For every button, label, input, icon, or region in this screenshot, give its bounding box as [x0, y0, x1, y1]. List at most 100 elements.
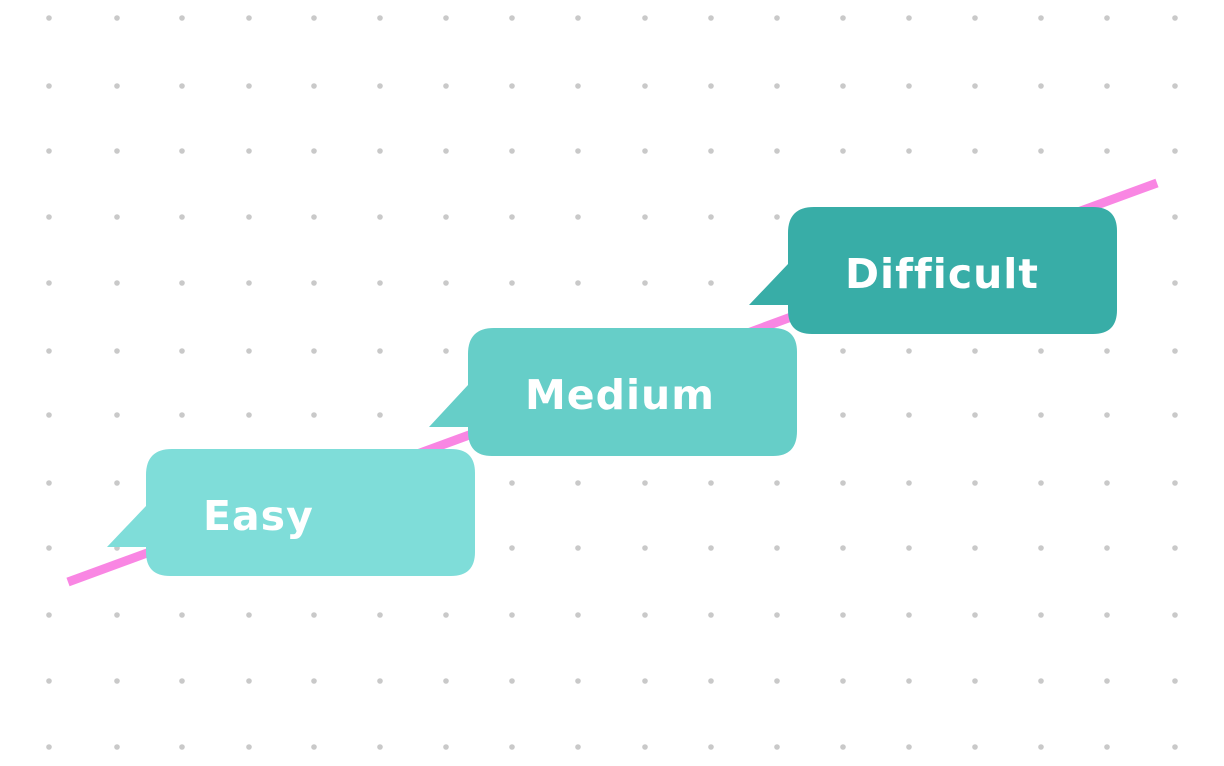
grid-dot — [642, 214, 648, 220]
grid-dot — [311, 83, 317, 89]
grid-dot — [377, 280, 383, 286]
grid-dot — [708, 612, 714, 618]
grid-dot — [1172, 744, 1178, 750]
grid-dot — [46, 678, 52, 684]
grid-dot — [443, 83, 449, 89]
grid-dot — [509, 744, 515, 750]
grid-dot — [246, 83, 252, 89]
grid-dot — [708, 148, 714, 154]
grid-dot — [972, 678, 978, 684]
grid-dot — [575, 744, 581, 750]
grid-dot — [246, 412, 252, 418]
grid-dot — [972, 148, 978, 154]
grid-dot — [443, 678, 449, 684]
bubble-easy: Easy — [107, 449, 475, 576]
grid-dot — [179, 15, 185, 21]
grid-dot — [114, 148, 120, 154]
grid-dot — [46, 83, 52, 89]
grid-dot — [906, 744, 912, 750]
grid-dot — [246, 280, 252, 286]
grid-dot — [114, 348, 120, 354]
grid-dot — [179, 612, 185, 618]
grid-dot — [443, 148, 449, 154]
grid-dot — [642, 15, 648, 21]
grid-dot — [575, 15, 581, 21]
grid-dot — [906, 545, 912, 551]
grid-dot — [509, 612, 515, 618]
grid-dot — [642, 83, 648, 89]
grid-dot — [1172, 678, 1178, 684]
grid-dot — [840, 612, 846, 618]
grid-dot — [1104, 545, 1110, 551]
grid-dot — [972, 744, 978, 750]
grid-dot — [1104, 678, 1110, 684]
grid-dot — [1172, 348, 1178, 354]
grid-dot — [179, 412, 185, 418]
grid-dot — [642, 744, 648, 750]
grid-dot — [1038, 678, 1044, 684]
grid-dot — [642, 148, 648, 154]
grid-dot — [1172, 480, 1178, 486]
grid-dot — [906, 412, 912, 418]
grid-dot — [377, 214, 383, 220]
grid-dot — [1104, 412, 1110, 418]
grid-dot — [1038, 480, 1044, 486]
grid-dot — [377, 348, 383, 354]
grid-dot — [179, 83, 185, 89]
grid-dot — [179, 214, 185, 220]
bubble-medium: Medium — [429, 328, 797, 456]
grid-dot — [708, 545, 714, 551]
grid-dot — [1172, 148, 1178, 154]
grid-dot — [114, 480, 120, 486]
grid-dot — [179, 348, 185, 354]
grid-dot — [46, 744, 52, 750]
grid-dot — [774, 480, 780, 486]
grid-dot — [840, 412, 846, 418]
grid-dot — [972, 348, 978, 354]
grid-dot — [1038, 15, 1044, 21]
grid-dot — [575, 280, 581, 286]
grid-dot — [377, 148, 383, 154]
grid-dot — [46, 612, 52, 618]
grid-dot — [774, 678, 780, 684]
bubble-easy-label: Easy — [203, 492, 314, 540]
grid-dot — [509, 678, 515, 684]
grid-dot — [972, 83, 978, 89]
grid-dot — [377, 744, 383, 750]
grid-dot — [972, 15, 978, 21]
grid-dot — [708, 678, 714, 684]
grid-dot — [708, 480, 714, 486]
grid-dot — [708, 744, 714, 750]
grid-dot — [575, 678, 581, 684]
grid-dot — [46, 15, 52, 21]
grid-dot — [46, 214, 52, 220]
grid-dot — [311, 678, 317, 684]
grid-dot — [774, 214, 780, 220]
grid-dot — [377, 412, 383, 418]
grid-dot — [1038, 412, 1044, 418]
grid-dot — [179, 744, 185, 750]
grid-dot — [840, 744, 846, 750]
grid-dot — [443, 348, 449, 354]
grid-dot — [509, 148, 515, 154]
grid-dot — [46, 480, 52, 486]
grid-dot — [642, 480, 648, 486]
grid-dot — [443, 214, 449, 220]
dot-grid-background — [46, 15, 1178, 750]
grid-dot — [114, 280, 120, 286]
grid-dot — [246, 348, 252, 354]
bubble-medium-shape — [429, 328, 797, 456]
grid-dot — [906, 15, 912, 21]
grid-dot — [246, 744, 252, 750]
grid-dot — [509, 15, 515, 21]
grid-dot — [575, 214, 581, 220]
grid-dot — [377, 83, 383, 89]
grid-dot — [642, 280, 648, 286]
bubble-difficult-label: Difficult — [845, 250, 1039, 298]
grid-dot — [114, 15, 120, 21]
grid-dot — [46, 348, 52, 354]
grid-dot — [708, 214, 714, 220]
grid-dot — [179, 678, 185, 684]
grid-dot — [840, 678, 846, 684]
